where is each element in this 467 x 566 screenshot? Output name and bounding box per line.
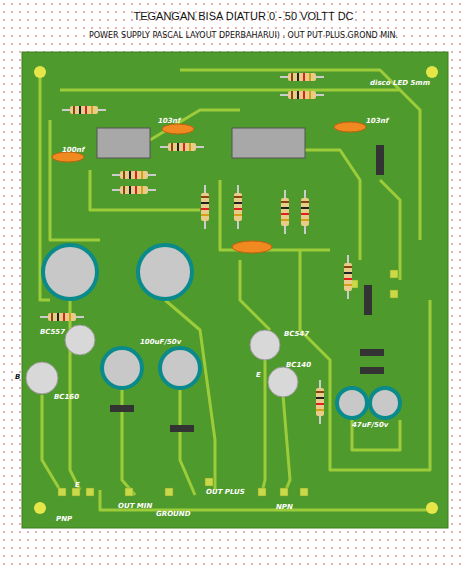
diodes bbox=[110, 145, 384, 432]
subtitle: POWER SUPPLY PASCAL LAYOUT DPERBAHARUI) … bbox=[89, 31, 398, 40]
resistor-symbol bbox=[112, 171, 156, 179]
part-label: BC547 bbox=[284, 330, 309, 338]
resistor-symbol bbox=[234, 185, 242, 229]
resistor-symbol bbox=[40, 313, 84, 321]
transistors bbox=[26, 325, 298, 397]
terminal-name: PNP bbox=[56, 515, 72, 523]
part-label: BC557 bbox=[40, 328, 65, 336]
resistors bbox=[40, 73, 352, 424]
terminal-name: OUT PLUS bbox=[206, 488, 245, 496]
title: TEGANGAN BISA DIATUR 0 - 50 VOLTT DC bbox=[133, 10, 353, 22]
resistor-symbol bbox=[301, 190, 309, 234]
resistor-symbol bbox=[281, 190, 289, 234]
terminal-name: OUT MIN bbox=[118, 502, 152, 510]
part-label: disco LED 5mm bbox=[370, 79, 430, 87]
terminals bbox=[58, 270, 398, 496]
mounting-holes bbox=[34, 66, 438, 514]
electrolytic-capacitors bbox=[43, 245, 400, 418]
pin-name: B bbox=[15, 373, 20, 381]
resistor-symbol bbox=[62, 106, 106, 114]
resistor-symbol bbox=[280, 91, 324, 99]
pin-name: E bbox=[256, 371, 261, 379]
part-label: BC140 bbox=[286, 361, 311, 369]
resistor-symbol bbox=[112, 186, 156, 194]
resistor-symbol bbox=[344, 255, 352, 299]
cap-value: 47uF/50v bbox=[352, 421, 388, 429]
resistor-symbol bbox=[316, 380, 324, 424]
resistor-symbol bbox=[280, 73, 324, 81]
ic-chips bbox=[97, 128, 305, 158]
board bbox=[22, 52, 448, 528]
resistor-symbol bbox=[201, 185, 209, 229]
pin-name: E bbox=[75, 481, 80, 489]
ceramic-capacitors bbox=[52, 122, 366, 253]
resistor-symbol bbox=[160, 143, 204, 151]
part-label: BC160 bbox=[54, 393, 79, 401]
traces bbox=[40, 70, 430, 510]
cap-value: 100nf bbox=[62, 146, 85, 154]
cap-value: 103nf bbox=[158, 117, 181, 125]
cap-value: 100uF/50v bbox=[140, 338, 181, 346]
cap-value: 103nf bbox=[366, 117, 389, 125]
terminal-name: GROUND bbox=[156, 510, 190, 518]
terminal-name: NPN bbox=[276, 503, 293, 511]
